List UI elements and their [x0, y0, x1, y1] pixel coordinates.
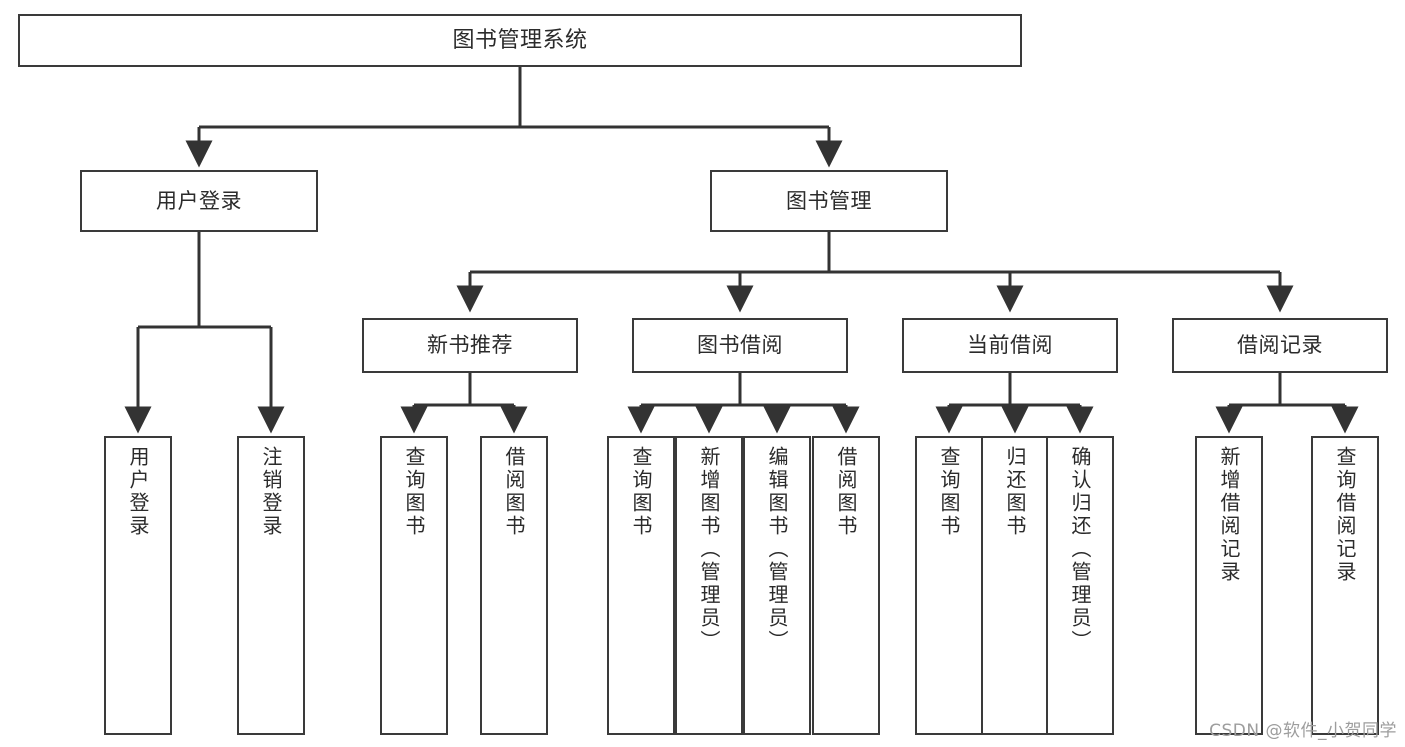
- node-label: 用户登录: [156, 188, 242, 213]
- node-label: 查询图书: [402, 446, 426, 538]
- node-book-management[interactable]: 图书管理: [710, 170, 948, 232]
- node-root-system[interactable]: 图书管理系统: [18, 14, 1022, 67]
- node-label: 当前借阅: [967, 333, 1053, 358]
- csdn-watermark: CSDN @软件_小贺同学: [1209, 721, 1397, 741]
- node-label: 查询图书: [937, 446, 961, 538]
- leaf-new-book-borrow[interactable]: 借阅图书: [480, 436, 548, 735]
- node-label: 借阅记录: [1237, 333, 1323, 358]
- node-borrow-record[interactable]: 借阅记录: [1172, 318, 1388, 373]
- leaf-current-borrow-confirm-return[interactable]: 确认归还（管理员）: [1046, 436, 1114, 735]
- node-label: 新书推荐: [427, 333, 513, 358]
- node-current-borrow[interactable]: 当前借阅: [902, 318, 1118, 373]
- node-label: 图书管理: [786, 188, 872, 213]
- node-label: 用户登录: [126, 446, 150, 538]
- leaf-book-borrow-add[interactable]: 新增图书（管理员）: [675, 436, 743, 735]
- leaf-new-book-query[interactable]: 查询图书: [380, 436, 448, 735]
- node-label: 图书借阅: [697, 333, 783, 358]
- leaf-current-borrow-return[interactable]: 归还图书: [981, 436, 1049, 735]
- node-label: 查询图书: [629, 446, 653, 538]
- node-label: 注销登录: [259, 446, 283, 538]
- leaf-borrow-record-query[interactable]: 查询借阅记录: [1311, 436, 1379, 735]
- node-book-borrow[interactable]: 图书借阅: [632, 318, 848, 373]
- node-label: 新增图书（管理员）: [697, 446, 721, 653]
- node-label: 查询借阅记录: [1333, 446, 1357, 584]
- node-label: 借阅图书: [834, 446, 858, 538]
- node-label: 借阅图书: [502, 446, 526, 538]
- node-label: 确认归还（管理员）: [1068, 446, 1092, 653]
- node-label: 图书管理系统: [452, 27, 588, 53]
- node-label: 编辑图书（管理员）: [765, 446, 789, 653]
- node-label: 归还图书: [1003, 446, 1027, 538]
- leaf-current-borrow-query[interactable]: 查询图书: [915, 436, 983, 735]
- leaf-user-login-logout[interactable]: 注销登录: [237, 436, 305, 735]
- leaf-book-borrow-edit[interactable]: 编辑图书（管理员）: [743, 436, 811, 735]
- leaf-user-login-login[interactable]: 用户登录: [104, 436, 172, 735]
- node-new-book-recommend[interactable]: 新书推荐: [362, 318, 578, 373]
- leaf-book-borrow-query[interactable]: 查询图书: [607, 436, 675, 735]
- leaf-book-borrow-borrow[interactable]: 借阅图书: [812, 436, 880, 735]
- leaf-borrow-record-add[interactable]: 新增借阅记录: [1195, 436, 1263, 735]
- node-label: 新增借阅记录: [1217, 446, 1241, 584]
- node-user-login[interactable]: 用户登录: [80, 170, 318, 232]
